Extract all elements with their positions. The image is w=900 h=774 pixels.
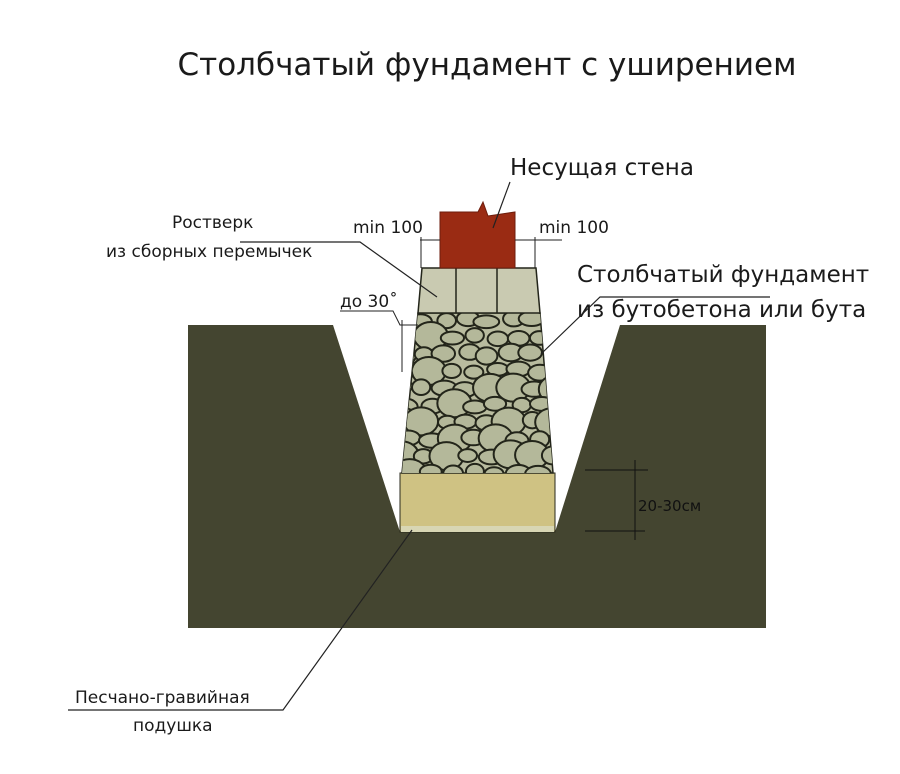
stone xyxy=(528,396,553,412)
cushion-height-dimension xyxy=(585,460,648,540)
stone xyxy=(474,346,499,366)
stone xyxy=(517,343,543,362)
grillage-label-2: из сборных перемычек xyxy=(106,242,312,262)
stone xyxy=(464,462,485,473)
stone xyxy=(483,466,505,473)
ground xyxy=(188,325,766,628)
min-right-label: min 100 xyxy=(539,218,609,238)
stone xyxy=(463,364,485,380)
stone xyxy=(543,345,553,361)
stone xyxy=(439,330,466,346)
angle-label: до 30˚ xyxy=(340,291,398,312)
stone xyxy=(544,313,553,329)
cushion-bottom-strip xyxy=(401,526,554,532)
stone xyxy=(418,463,443,473)
bearing-wall xyxy=(439,200,516,269)
cushion-label-1: Песчано-гравийная xyxy=(75,688,250,708)
grillage xyxy=(417,267,541,314)
grillage-leader xyxy=(240,241,438,298)
wall-label: Несущая стена xyxy=(510,155,694,181)
stone xyxy=(482,395,508,412)
stone xyxy=(402,346,417,366)
angle-leader xyxy=(340,310,418,326)
stone xyxy=(411,378,432,397)
stone xyxy=(430,344,457,363)
stone xyxy=(441,362,462,380)
stone xyxy=(528,330,550,346)
wall-leader xyxy=(492,181,511,229)
sand-gravel-cushion xyxy=(399,472,556,533)
stone xyxy=(442,464,464,473)
stone xyxy=(462,399,488,415)
diagram-title: Столбчатый фундамент с уширением xyxy=(177,47,796,83)
stone xyxy=(504,464,533,473)
foundation-leader xyxy=(540,296,770,355)
cushion-leader xyxy=(68,529,413,711)
min-dimension-lines xyxy=(420,237,562,268)
stone xyxy=(527,363,553,382)
stone xyxy=(402,379,414,394)
stone xyxy=(472,314,501,330)
grillage-label-1: Ростверк xyxy=(172,213,253,233)
foundation-label-2: из бутобетона или бута xyxy=(577,297,866,323)
stone xyxy=(464,327,485,344)
foundation-label-1: Столбчатый фундамент xyxy=(577,262,869,288)
stone xyxy=(524,464,552,473)
min-left-label: min 100 xyxy=(353,218,423,238)
cushion-height-label: 20-30см xyxy=(638,497,701,515)
stone xyxy=(457,448,479,463)
stone xyxy=(402,458,428,473)
cushion-label-2: подушка xyxy=(133,716,213,736)
